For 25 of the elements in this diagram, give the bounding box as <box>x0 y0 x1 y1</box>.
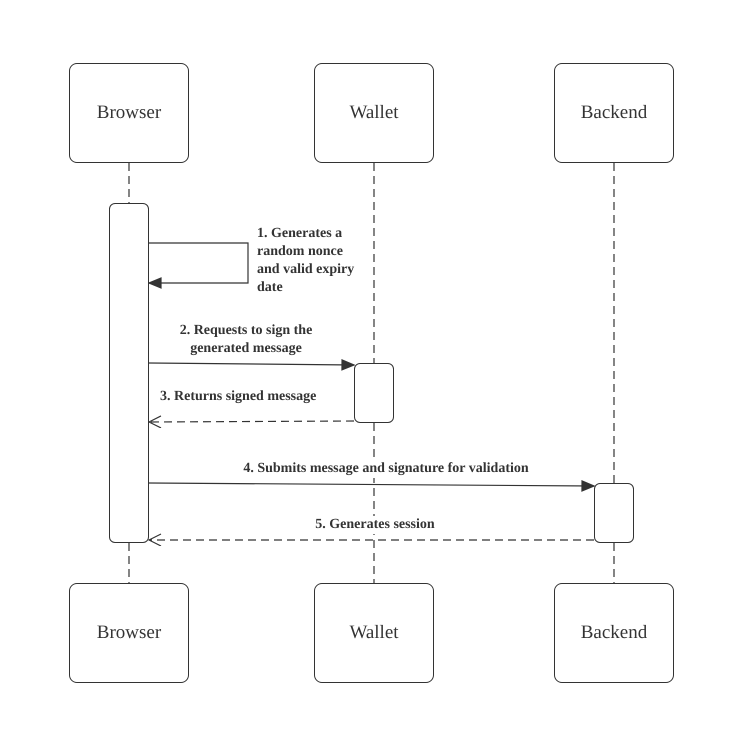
participant-name: Browser <box>96 102 162 124</box>
participant-box <box>314 583 434 683</box>
return-message-arrow <box>148 533 594 547</box>
activation-bar <box>354 363 394 423</box>
self-message-arrow <box>148 242 249 289</box>
lifeline <box>128 163 130 203</box>
participant-name: Wallet <box>349 622 399 644</box>
activation-bar <box>594 483 634 543</box>
participant-box <box>69 63 189 163</box>
message-arrow <box>149 480 595 492</box>
lifeline <box>613 163 615 483</box>
lifeline <box>373 163 375 363</box>
message-arrow <box>149 359 355 370</box>
lifeline <box>613 543 615 583</box>
activation-bar <box>109 203 149 543</box>
participant-box <box>314 63 434 163</box>
participant-box <box>554 63 674 163</box>
participant-box <box>554 583 674 683</box>
participant-name: Backend <box>580 102 648 124</box>
participant-name: Wallet <box>349 102 399 124</box>
participant-box <box>69 583 189 683</box>
participant-name: Backend <box>580 622 648 644</box>
participant-name: Browser <box>96 622 162 644</box>
return-message-arrow <box>148 415 354 429</box>
lifeline <box>128 543 130 583</box>
